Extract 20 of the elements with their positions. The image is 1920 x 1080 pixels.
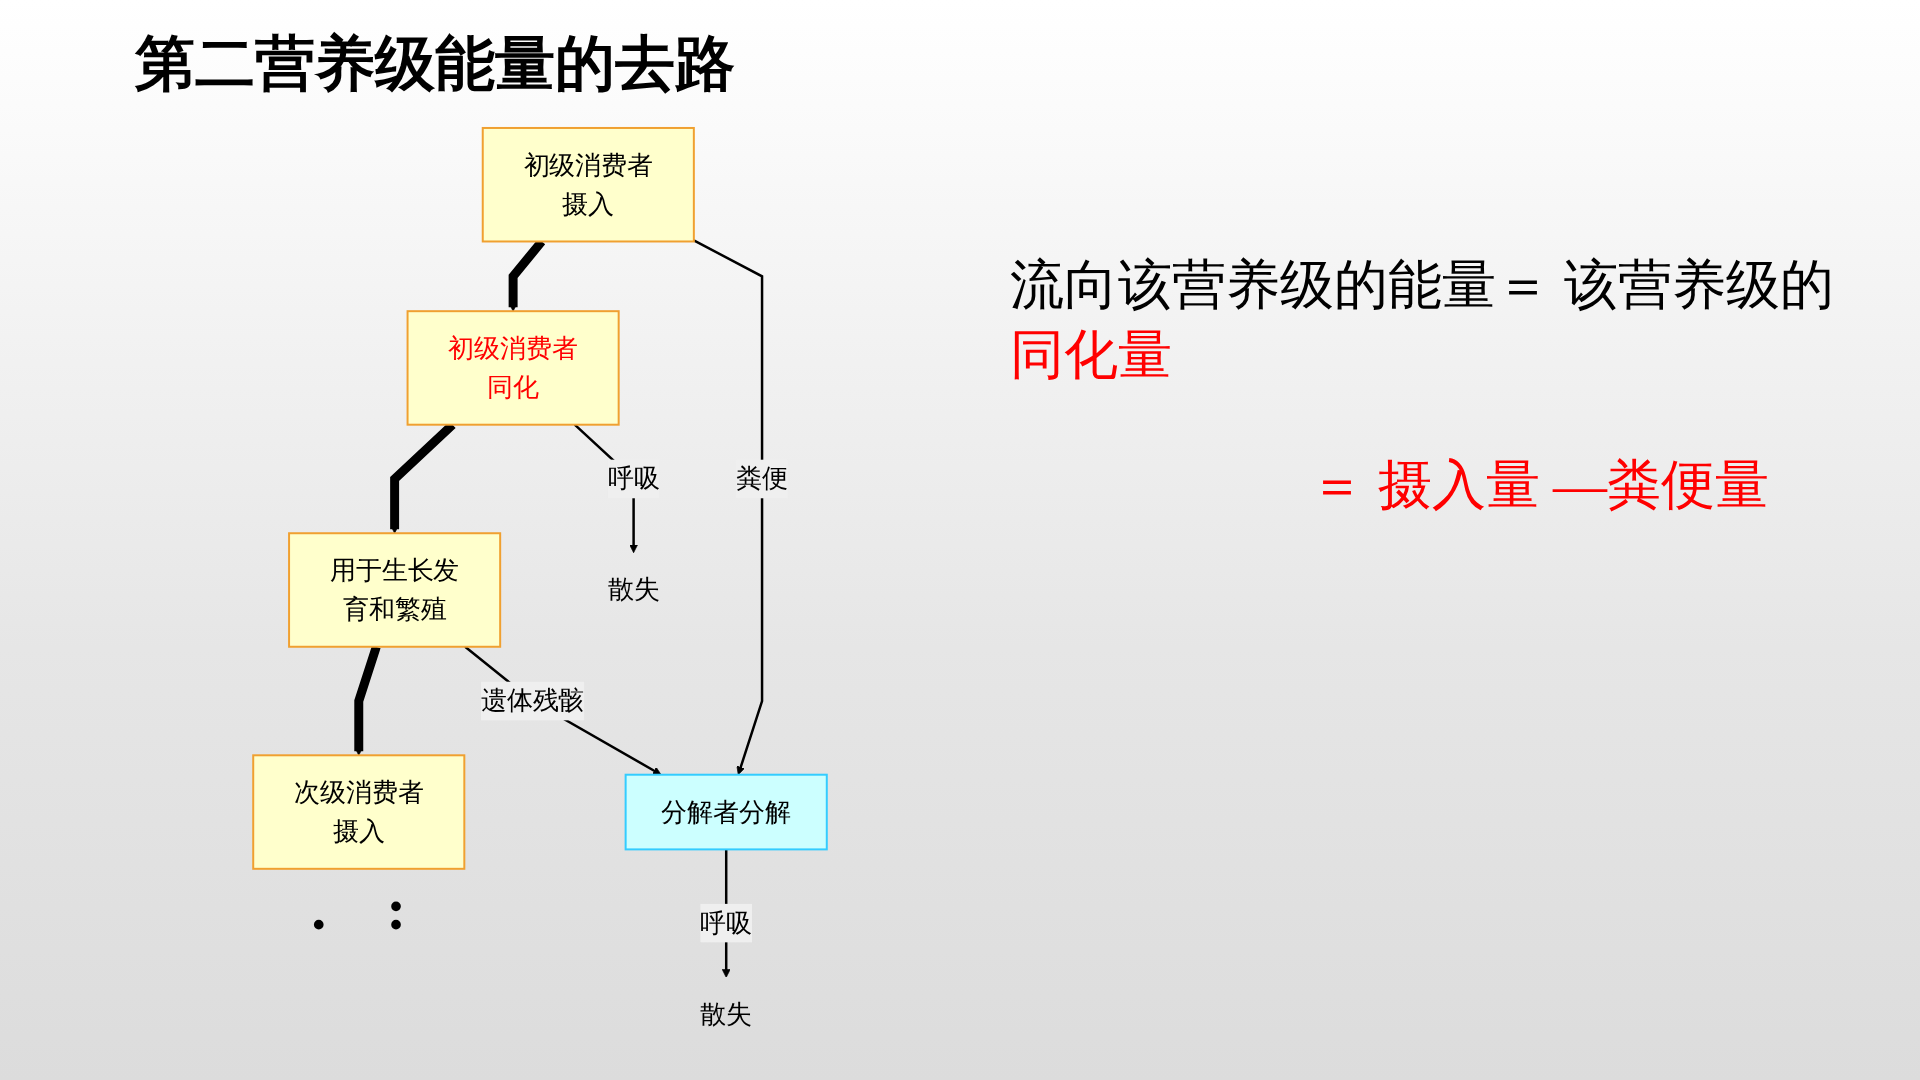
edge-label: 粪便 xyxy=(736,464,788,494)
edge-label: 呼吸 xyxy=(700,908,753,938)
formula-text: 流向该营养级的能量＝ 该营养级的 xyxy=(1010,255,1834,315)
continuation-mark: . xyxy=(311,878,327,939)
arrow xyxy=(693,239,764,776)
formula-text: ＝ 摄入量 —粪便量 xyxy=(1310,455,1769,516)
edge-label: 呼吸 xyxy=(607,464,660,494)
title: 第二营养级能量的去路 xyxy=(135,30,735,99)
node-box: 次级消费者摄入 xyxy=(252,754,466,870)
arrow xyxy=(354,645,381,756)
highlighted-term: 同化量 xyxy=(1010,325,1172,386)
node-box: 用于生长发育和繁殖 xyxy=(288,532,502,648)
edge-label: 遗体残骸 xyxy=(480,686,585,716)
node-text: 散失 xyxy=(700,1000,753,1030)
node-box: 初级消费者摄入 xyxy=(481,126,695,243)
arrow xyxy=(464,645,662,776)
node-box: 初级消费者同化 xyxy=(406,310,620,426)
node-text: 散失 xyxy=(607,575,660,605)
node-box: 分解者分解 xyxy=(624,773,828,851)
continuation-mark: : xyxy=(386,878,407,939)
